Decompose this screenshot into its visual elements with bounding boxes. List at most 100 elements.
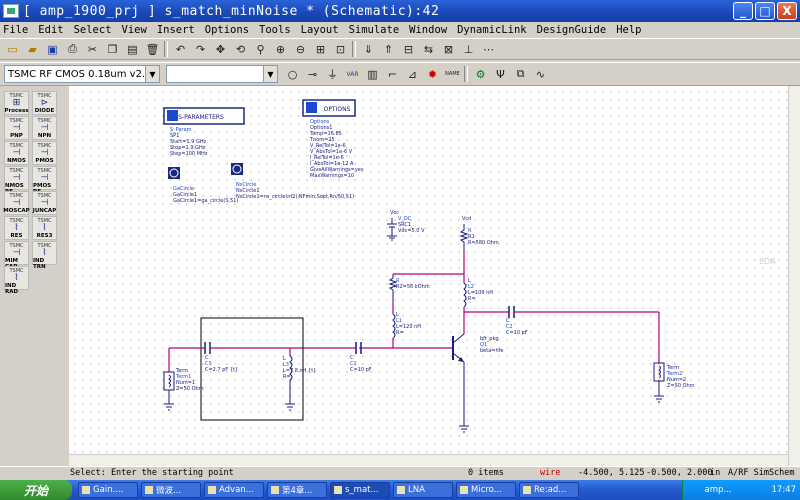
palette-item-res3[interactable]: TSMC⌇RES3	[32, 216, 57, 240]
schematic-canvas[interactable]: S-PARAMETERS S_Param SP1 Start=1.9 GHz S…	[69, 86, 800, 466]
undo-icon[interactable]: ↶	[175, 42, 186, 56]
display-results-icon[interactable]: ⧉	[516, 67, 525, 80]
taskbar-item[interactable]: s_mat...	[330, 482, 390, 498]
vertical-scrollbar[interactable]	[788, 86, 800, 466]
copy-icon[interactable]: ❐	[107, 42, 118, 56]
cut-icon[interactable]: ✂	[87, 42, 98, 56]
title-bar[interactable]: [ amp_1900_prj ] s_match_minNoise * (Sch…	[0, 0, 800, 22]
palette-item-res[interactable]: TSMC⌇RES	[4, 216, 29, 240]
taskbar-item[interactable]: Re:ad...	[519, 482, 579, 498]
sparams-box[interactable]	[163, 107, 245, 125]
minimize-button[interactable]: _	[733, 2, 753, 20]
palette-item-diode[interactable]: TSMC⊳DIODE	[32, 91, 57, 115]
palette-item-ind-rad[interactable]: TSMC⌇IND RAD	[4, 266, 29, 295]
move-icon[interactable]: ✥	[215, 42, 226, 56]
component-select[interactable]: ▼	[166, 65, 278, 83]
grid-icon[interactable]: ⋯	[483, 42, 494, 56]
inductor-l3[interactable]	[289, 355, 293, 381]
wire-port-icon[interactable]: ⊸	[307, 67, 318, 81]
inductor-l2[interactable]	[463, 282, 467, 308]
palette-item-process[interactable]: TSMC⊞Process	[4, 91, 29, 115]
taskbar-item[interactable]: 微波...	[141, 482, 201, 498]
layout-sync-icon[interactable]: ⇆	[423, 42, 434, 56]
maximize-button[interactable]: □	[755, 2, 775, 20]
taskbar-item[interactable]: Micro...	[456, 482, 516, 498]
tray-item[interactable]: amp...	[704, 485, 732, 495]
palette-item-juncap[interactable]: TSMC⊣JUNCAP	[32, 191, 57, 215]
menu-select[interactable]: Select	[73, 24, 112, 36]
palette-tag: TSMC	[9, 268, 24, 274]
menu-edit[interactable]: Edit	[38, 24, 64, 36]
delete-icon[interactable]: 🗑	[145, 42, 160, 56]
palette-item-pmos-rf[interactable]: TSMC⊣PMOS RF	[32, 166, 57, 195]
ground-snap-icon[interactable]: ⊥	[463, 42, 474, 56]
menu-view[interactable]: View	[121, 24, 147, 36]
taskbar-item[interactable]: Advan...	[204, 482, 264, 498]
zoom-area-icon[interactable]: ⚲	[256, 42, 265, 56]
palette-item-mim-cap[interactable]: TSMC⊣MIM CAP	[4, 241, 29, 270]
graph-icon[interactable]: ∿	[535, 67, 546, 81]
save-icon[interactable]: ▣	[47, 42, 58, 56]
vdc-source[interactable]	[387, 218, 397, 241]
push-into-icon[interactable]: ⇓	[363, 42, 374, 56]
taskbar-item[interactable]: 第4章...	[267, 482, 327, 498]
term1-symbol[interactable]	[163, 371, 175, 391]
name-icon[interactable]: NAME	[444, 66, 461, 83]
bus-icon[interactable]: ▥	[367, 67, 378, 81]
wire-label-icon[interactable]: ⊿	[407, 67, 418, 81]
palette-item-nmos[interactable]: TSMC⊣NMOS	[4, 141, 29, 165]
place-icon[interactable]: ⊠	[443, 42, 454, 56]
menu-dynamiclink[interactable]: DynamicLink	[457, 24, 527, 36]
zoom-out-icon[interactable]: ⊖	[295, 42, 306, 56]
paste-icon[interactable]: ▤	[127, 42, 138, 56]
inductor-l1[interactable]	[392, 313, 396, 339]
library-select[interactable]: TSMC RF CMOS 0.18um v2.0 ▼	[4, 65, 160, 83]
l2-line-1: L2	[468, 284, 474, 290]
print-icon[interactable]: ⎙	[68, 42, 77, 55]
optimize-icon[interactable]: Ψ	[496, 67, 505, 81]
menu-window[interactable]: Window	[409, 24, 448, 36]
palette-item-npn[interactable]: TSMC⊣NPN	[32, 116, 57, 140]
term2-symbol[interactable]	[653, 362, 665, 382]
menu-layout[interactable]: Layout	[300, 24, 339, 36]
start-button[interactable]: 开始	[0, 480, 72, 500]
palette-item-nmos-rf[interactable]: TSMC⊣NMOS RF	[4, 166, 29, 195]
ground-icon[interactable]: ⏚	[327, 68, 338, 81]
horizontal-scrollbar[interactable]	[69, 454, 788, 466]
component-icon: ⌇	[14, 223, 19, 233]
new-icon[interactable]: ▭	[7, 42, 18, 56]
menu-file[interactable]: File	[3, 24, 29, 36]
menu-help[interactable]: Help	[616, 24, 642, 36]
open-folder-icon[interactable]: ▰	[28, 42, 37, 56]
resistor-r1[interactable]	[459, 224, 469, 251]
pan-icon[interactable]: ⊡	[335, 42, 346, 56]
taskbar-item[interactable]: Gain....	[78, 482, 138, 498]
menu-tools[interactable]: Tools	[259, 24, 291, 36]
insert-wire-icon[interactable]: ⌐	[387, 67, 398, 81]
taskbar-item[interactable]: LNA	[393, 482, 453, 498]
hierarchy-icon[interactable]: ⊟	[403, 42, 414, 56]
redo-icon[interactable]: ↷	[195, 42, 206, 56]
resistor-r2[interactable]	[388, 274, 398, 301]
chevron-down-icon[interactable]: ▼	[263, 66, 277, 82]
pop-out-icon[interactable]: ⇑	[383, 42, 394, 56]
menu-simulate[interactable]: Simulate	[348, 24, 400, 36]
menu-options[interactable]: Options	[204, 24, 250, 36]
menu-designguide[interactable]: DesignGuide	[536, 24, 607, 36]
menu-insert[interactable]: Insert	[156, 24, 195, 36]
close-button[interactable]: X	[777, 2, 797, 20]
palette-item-pmos[interactable]: TSMC⊣PMOS	[32, 141, 57, 165]
palette-item-moscap[interactable]: TSMC⊣MOSCAP	[3, 191, 30, 215]
tuning-icon[interactable]: ⚙	[475, 67, 486, 81]
view-all-icon[interactable]: ⊞	[315, 42, 326, 56]
palette-item-ind-trn[interactable]: TSMC⌇IND TRN	[32, 241, 57, 270]
zoom-in-icon[interactable]: ⊕	[275, 42, 286, 56]
chevron-down-icon[interactable]: ▼	[145, 66, 159, 82]
matching-network-selection[interactable]	[200, 317, 304, 421]
rotate-icon[interactable]: ⟲	[235, 42, 246, 56]
palette-item-pnp[interactable]: TSMC⊣PNP	[4, 116, 29, 140]
var-eqn-icon[interactable]: VAR	[344, 66, 361, 83]
schematic-drawing[interactable]: S-PARAMETERS S_Param SP1 Start=1.9 GHz S…	[69, 86, 800, 454]
simulate-icon[interactable]: ✹	[427, 67, 438, 81]
port-icon[interactable]: ○	[287, 67, 298, 81]
